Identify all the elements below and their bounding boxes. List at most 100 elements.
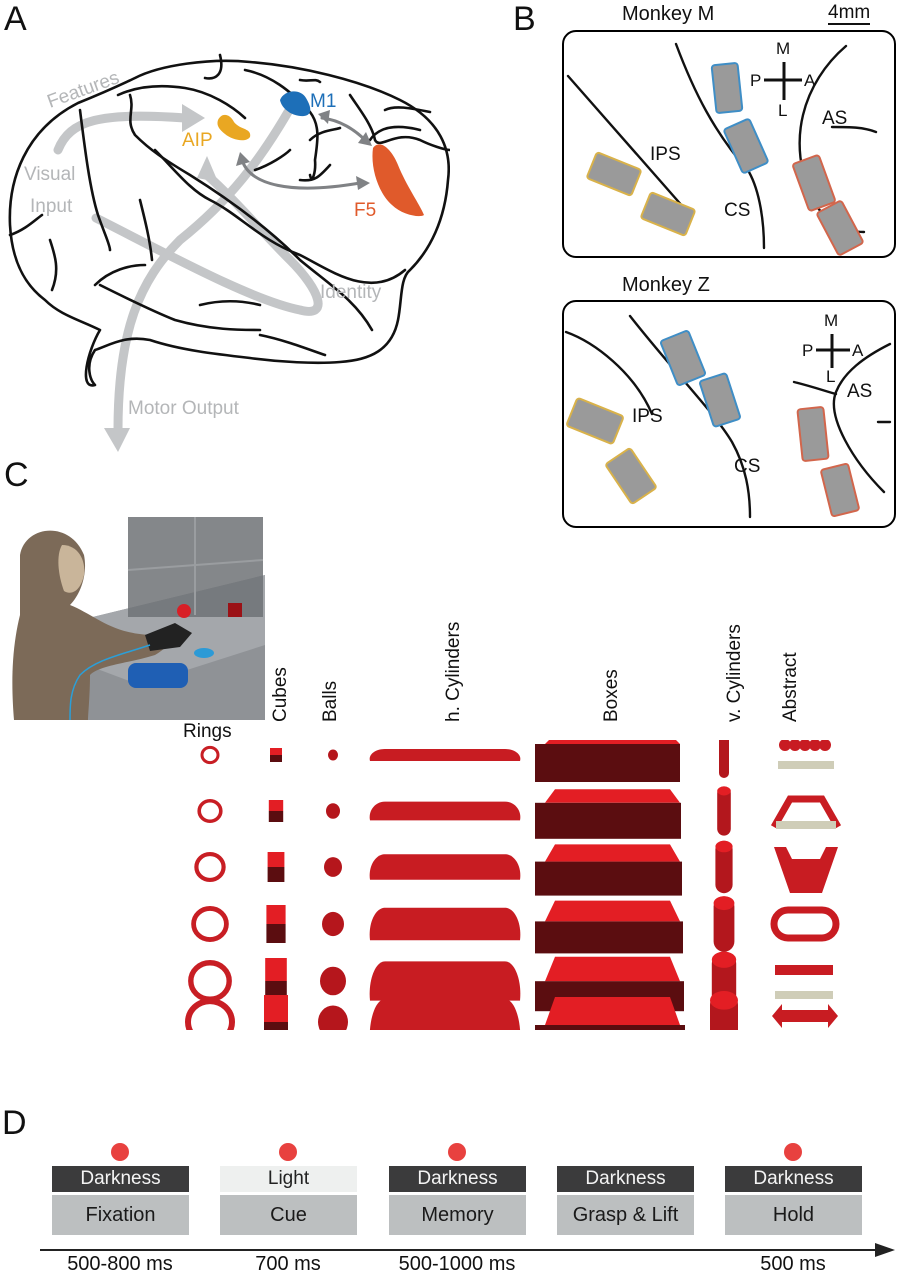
epoch-condition: Darkness	[725, 1166, 862, 1192]
identity-arrowhead	[197, 156, 218, 182]
monkey-body	[12, 530, 168, 720]
sulcus-ips	[564, 330, 654, 416]
target-disc	[194, 648, 214, 658]
abstract-loop	[770, 906, 840, 942]
label-ips: IPS	[632, 406, 663, 427]
motor-output-arrowhead	[104, 428, 130, 452]
object-ring	[191, 906, 229, 942]
object-cube-top	[268, 800, 284, 811]
m1-f5-arrowhead-f5	[358, 132, 372, 146]
group-label-h-cylinders: h. Cylinders	[443, 621, 464, 722]
object-v-cylinder	[717, 786, 731, 836]
object-box-side	[535, 861, 682, 896]
array-aip-1	[586, 151, 642, 197]
array-map-monkey-z: IPS CS AS M P A L	[562, 300, 896, 528]
arrays-f5	[792, 154, 864, 256]
array-map-monkey-m-svg: IPS CS AS M P A L	[566, 39, 878, 256]
target-ball	[177, 604, 191, 618]
objects-grid	[185, 740, 842, 1030]
panel-c-letter: C	[4, 456, 29, 494]
object-cube-side	[267, 867, 285, 882]
label-cs: CS	[724, 200, 750, 221]
label-motor-output: Motor Output	[128, 398, 240, 419]
compass-l: L	[778, 101, 787, 120]
fixation-dot	[448, 1143, 466, 1161]
array-aip-2	[640, 191, 696, 237]
object-v-cylinder-top	[710, 991, 738, 1010]
object-cube-side	[270, 755, 282, 762]
scale-bar-label: 4mm	[828, 2, 871, 25]
monkey-setup-illustration	[12, 517, 265, 720]
label-cs: CS	[734, 456, 760, 477]
object-ball	[322, 911, 344, 937]
object-ball	[324, 857, 342, 877]
epoch-phase: Memory	[389, 1195, 526, 1235]
monkey-z-title: Monkey Z	[622, 274, 710, 296]
compass-a: A	[804, 71, 816, 90]
object-box-top	[545, 789, 680, 803]
target-cube	[228, 603, 242, 617]
object-ring	[188, 960, 232, 1002]
abstract-base	[778, 761, 834, 769]
sulcus-as-branch	[792, 380, 838, 396]
sulcus-cs	[628, 314, 752, 519]
object-v-cylinder	[719, 740, 729, 778]
panel-b-letter: B	[513, 0, 536, 38]
aip-f5-arrowhead-f5	[356, 176, 370, 190]
object-h-cylinder	[369, 961, 521, 1001]
abstract-trapezoid	[774, 847, 838, 893]
monkey-m-title: Monkey M	[622, 3, 715, 25]
object-v-cylinder	[715, 840, 733, 894]
compass-a: A	[852, 341, 864, 360]
abstract-ball	[819, 740, 831, 751]
m1-f5-arrowhead-m1	[318, 110, 330, 124]
object-v-cylinder-top	[711, 951, 737, 968]
compass-l: L	[826, 367, 835, 386]
label-as: AS	[847, 381, 872, 402]
object-h-cylinder	[369, 749, 521, 761]
compass-p: P	[802, 341, 813, 360]
area-f5	[372, 144, 424, 217]
panel-d-letter: D	[2, 1104, 27, 1142]
object-box-top	[545, 956, 680, 982]
label-f5: F5	[354, 200, 376, 221]
label-aip: AIP	[182, 130, 213, 151]
arrays-aip	[566, 397, 657, 505]
features-pathway	[53, 111, 190, 155]
object-cube-side	[268, 811, 284, 822]
object-box-side	[535, 744, 680, 782]
abstract-bar	[782, 1010, 828, 1022]
group-label-abstract: Abstract	[780, 652, 801, 722]
object-box-side	[535, 802, 681, 839]
sulcus-ips	[566, 74, 686, 210]
object-cube-side	[264, 1022, 288, 1030]
epoch-condition: Darkness	[557, 1166, 694, 1192]
object-ball	[318, 1005, 348, 1030]
object-ball	[326, 803, 340, 819]
array-aip-1	[566, 397, 624, 445]
epoch-condition: Light	[220, 1166, 357, 1192]
object-box-top	[545, 900, 680, 922]
object-ring	[194, 851, 226, 883]
array-f5-2	[820, 462, 860, 518]
array-f5-2	[816, 200, 864, 256]
epoch-duration: 500 ms	[760, 1253, 826, 1275]
features-arrowhead	[182, 104, 205, 132]
arrays-m1	[710, 62, 769, 174]
label-ips: IPS	[650, 144, 681, 165]
object-v-cylinder-top	[715, 840, 733, 853]
compass-m: M	[776, 39, 790, 58]
object-ring	[185, 998, 235, 1030]
epoch-condition: Darkness	[52, 1166, 189, 1192]
object-ring	[197, 798, 223, 824]
array-aip-2	[605, 447, 657, 505]
abstract-ball	[779, 740, 791, 751]
sulcus-as	[832, 342, 892, 494]
aip-f5-arrowhead-aip	[236, 152, 250, 166]
epoch-condition: Darkness	[389, 1166, 526, 1192]
object-cube-top	[264, 995, 288, 1022]
